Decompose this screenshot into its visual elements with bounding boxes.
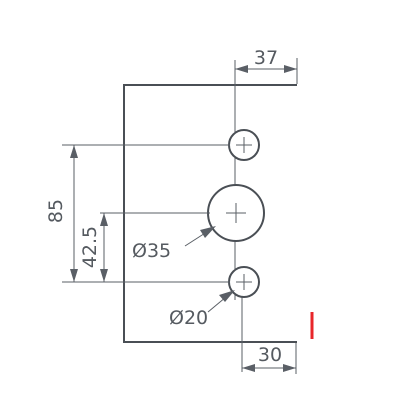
dimension-label-37: 37 [254,47,278,69]
diameter-20-callout: Ø20 [169,290,235,329]
diameter-35-callout: Ø35 [132,226,216,262]
dimension-42-5: 42.5 [79,213,108,282]
dimension-37: 37 [235,47,298,84]
dimension-label-85: 85 [45,199,67,223]
dimension-30: 30 [242,343,297,374]
diameter-label-35: Ø35 [132,240,171,262]
hole-center-marks [226,137,252,290]
dimension-label-42-5: 42.5 [79,226,101,268]
dimension-85: 85 [45,145,78,282]
dimension-label-30: 30 [258,344,282,366]
diameter-label-20: Ø20 [169,307,208,329]
